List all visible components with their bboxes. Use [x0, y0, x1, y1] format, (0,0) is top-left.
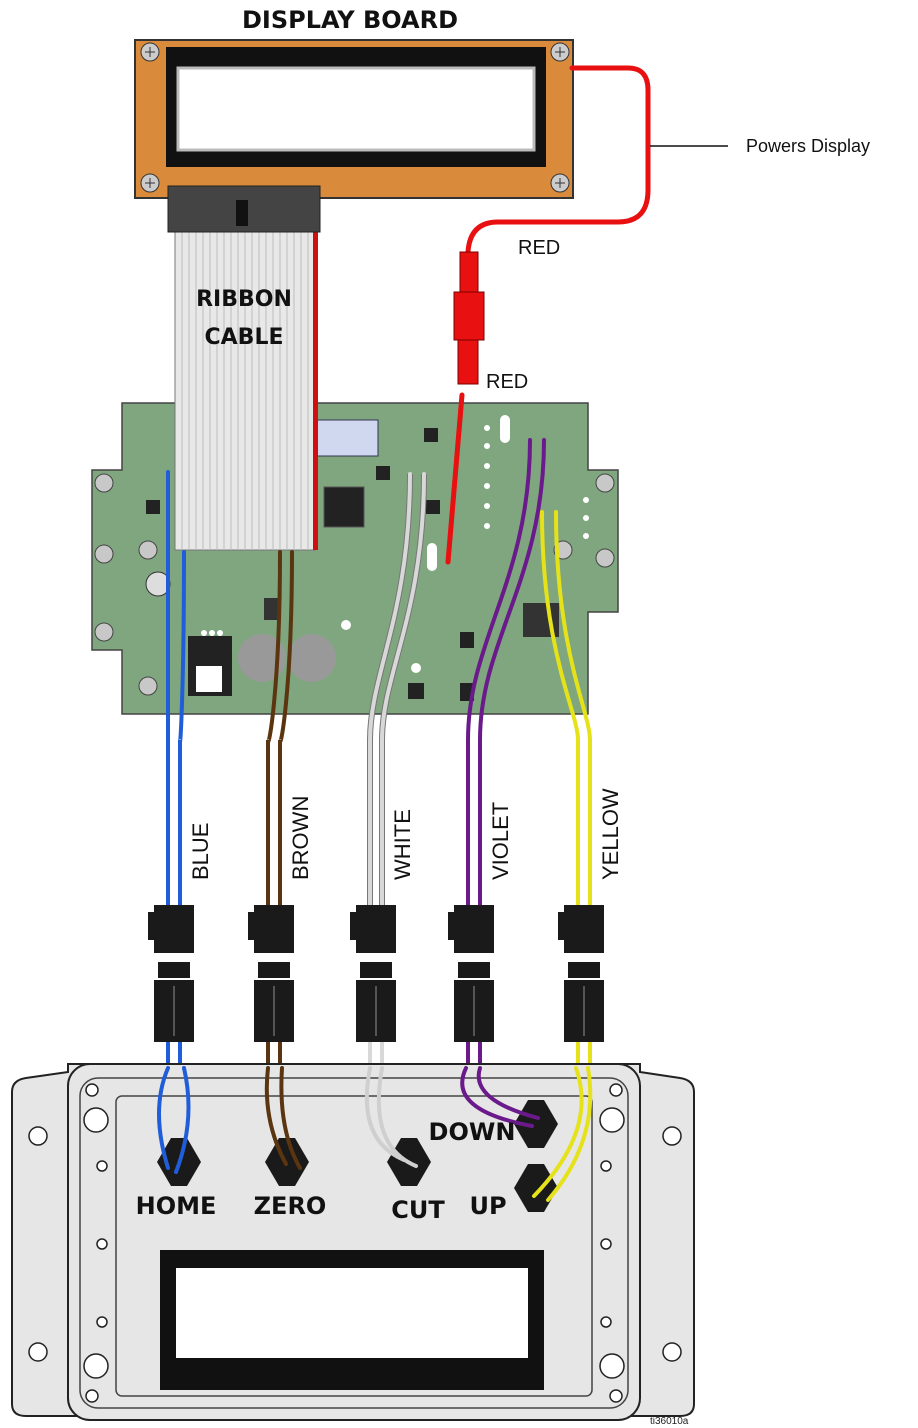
wire-connector-tab — [158, 962, 190, 978]
button-label-up: UP — [469, 1192, 506, 1220]
powers-display-callout: Powers Display — [746, 136, 870, 156]
red-wire-label-lower: RED — [486, 371, 528, 393]
ribbon-cable — [167, 185, 321, 551]
wire-connector-tab — [258, 962, 290, 978]
control-board — [91, 402, 619, 715]
wire-connector-latch — [148, 912, 156, 940]
red-power-wire — [445, 65, 651, 565]
wire-blue — [178, 550, 186, 907]
display-board — [134, 39, 574, 199]
wire-connector-upper — [154, 905, 194, 953]
wire-connector-upper — [454, 905, 494, 953]
figure-id: ti36010a — [650, 1416, 689, 1427]
wire-white — [380, 472, 426, 907]
button-label-cut: CUT — [391, 1196, 445, 1224]
wire-brown — [266, 550, 282, 907]
button-panel — [11, 1063, 695, 1421]
wire-white — [368, 472, 412, 907]
wire-label-white: WHITE — [390, 809, 415, 880]
wire-label-blue: BLUE — [188, 823, 213, 880]
button-label-down: DOWN — [429, 1118, 516, 1146]
wire-brown — [278, 550, 294, 907]
button-wires: BLUE BROWN WHITE VIOLET YELLOW — [148, 438, 623, 1070]
wire-yellow — [540, 510, 580, 907]
wire-label-yellow: YELLOW — [598, 788, 623, 880]
wire-violet — [478, 438, 546, 907]
wire-connector-latch — [448, 912, 456, 940]
wire-label-violet: VIOLET — [488, 802, 513, 880]
button-label-home: HOME — [136, 1192, 217, 1220]
wire-connector-upper — [254, 905, 294, 953]
wire-connector-latch — [248, 912, 256, 940]
wire-yellow — [554, 510, 592, 907]
display-board-title: DISPLAY BOARD — [242, 6, 458, 34]
button-label-zero: ZERO — [254, 1192, 327, 1220]
mounting-hole-icon — [28, 1083, 682, 1403]
wire-connector-tab — [458, 962, 490, 978]
wire-connector-tab — [568, 962, 600, 978]
wire-connector-latch — [558, 912, 566, 940]
screw-icon — [140, 42, 570, 193]
ribbon-cable-label-line2: CABLE — [205, 325, 284, 350]
red-wire-label-upper: RED — [518, 237, 560, 259]
wire-violet — [466, 438, 532, 907]
ribbon-cable-label-line1: RIBBON — [196, 287, 292, 312]
wire-connector-latch — [350, 912, 358, 940]
wire-terminations — [157, 1066, 593, 1202]
wire-connector-tab — [360, 962, 392, 978]
wire-connector-upper — [356, 905, 396, 953]
wire-connector-upper — [564, 905, 604, 953]
wire-label-brown: BROWN — [288, 796, 313, 880]
red-inline-connector — [453, 251, 485, 385]
